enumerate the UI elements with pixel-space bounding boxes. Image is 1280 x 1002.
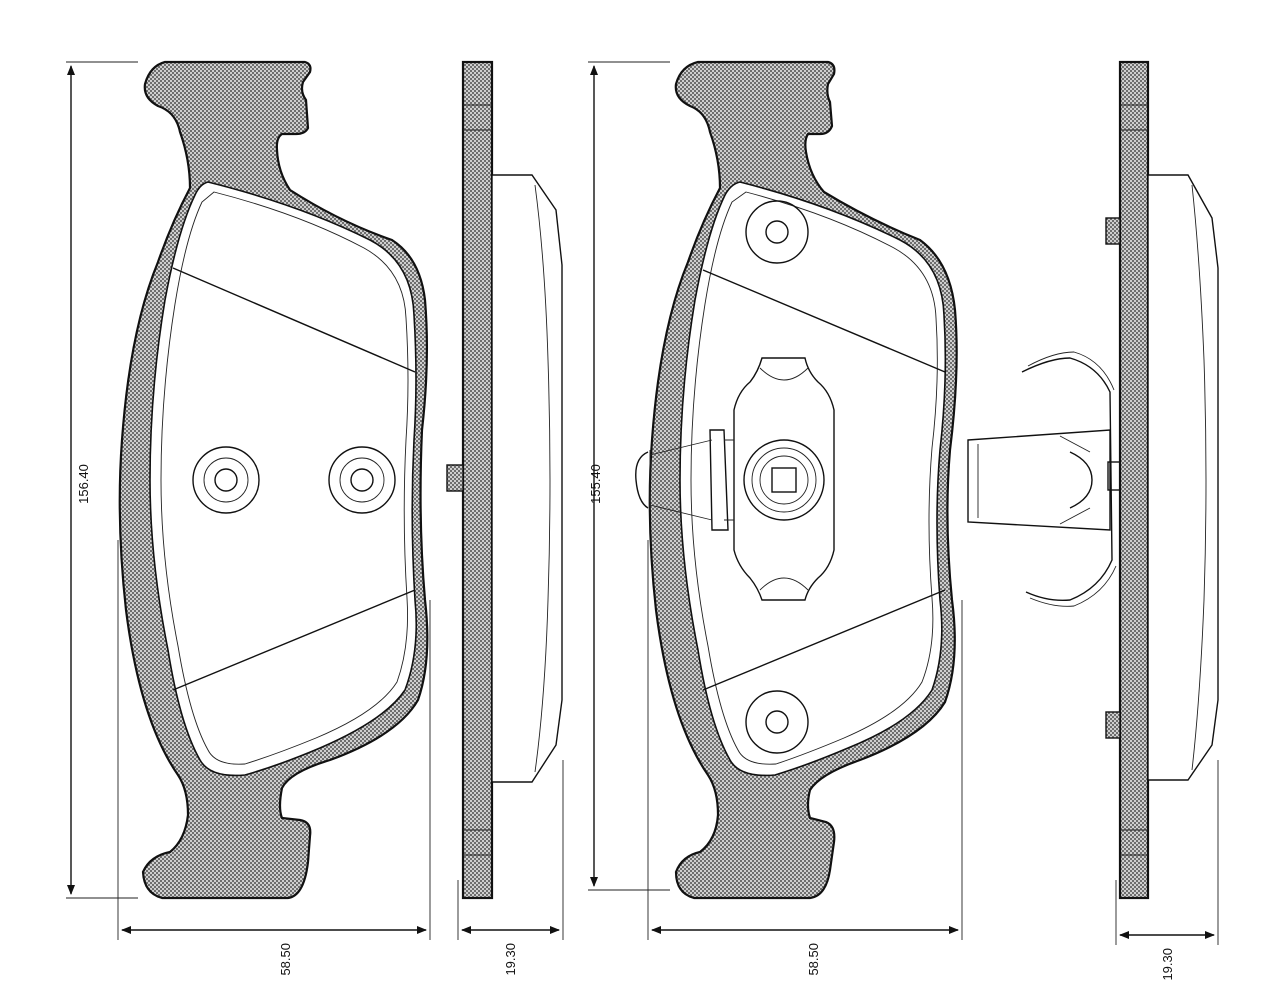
- pad1-pin-right: [328, 446, 396, 514]
- pad2-chamfer-line-bottom: [702, 589, 946, 691]
- pad1-friction-lining: [149, 181, 418, 777]
- pad1-side-plate: [461, 60, 494, 900]
- dim-pad2-height: 155.40: [588, 464, 603, 504]
- dimension-lines: [66, 61, 1219, 945]
- pad2-spring-clip: [967, 351, 1117, 607]
- pad2-sensor-clip: [635, 357, 835, 601]
- pad1-side-lining: [491, 174, 563, 783]
- dim-pad1-thickness: 19.30: [503, 943, 518, 976]
- pad2-front-view: [635, 60, 958, 900]
- pad1-inner-contour: [160, 191, 409, 765]
- pad1-front-view: [118, 60, 429, 900]
- dim-pad2-thickness: 19.30: [1160, 948, 1175, 981]
- pad2-pin-top: [745, 200, 809, 264]
- dim-pad1-height: 156.40: [76, 464, 91, 504]
- dim-pad2-width: 58.50: [806, 943, 821, 976]
- pad2-side-plate: [1118, 60, 1150, 900]
- dim-pad1-width: 58.50: [278, 943, 293, 976]
- pad1-side-view: [446, 60, 563, 900]
- pad2-pin-bottom: [745, 690, 809, 754]
- pad2-chamfer-line-top: [702, 269, 946, 373]
- pad1-chamfer-line-top: [172, 267, 416, 373]
- pad2-friction-lining: [679, 181, 947, 777]
- pad1-pin-left: [192, 446, 260, 514]
- pad1-chamfer-line-bottom: [172, 589, 416, 691]
- pad2-side-lining: [1147, 174, 1219, 781]
- pad2-side-view: [967, 60, 1219, 900]
- pad2-inner-contour: [690, 191, 938, 765]
